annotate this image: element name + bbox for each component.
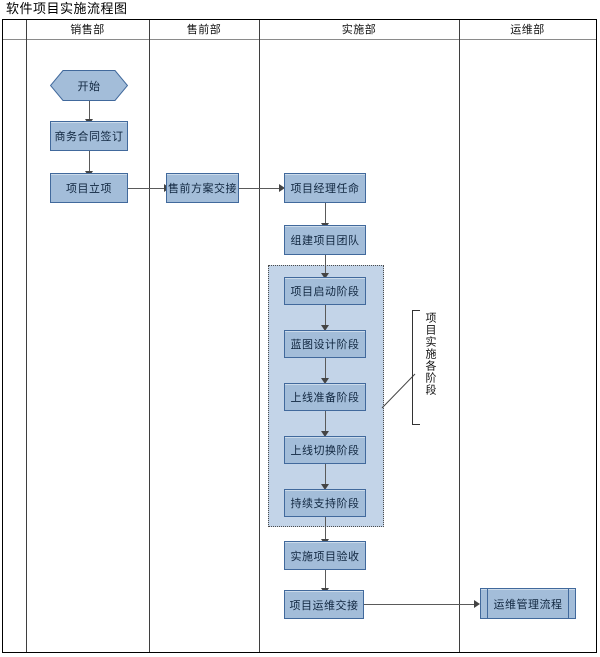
annotation-leader-line — [381, 372, 419, 409]
node-ops-handover[interactable]: 项目运维交接 — [284, 590, 364, 619]
connector-team-to-kickoff — [325, 255, 326, 277]
node-project-acceptance[interactable]: 实施项目验收 — [284, 541, 366, 570]
node-phase-blueprint[interactable]: 蓝图设计阶段 — [284, 330, 366, 358]
connector-pm-to-team — [325, 203, 326, 225]
node-phase-kickoff[interactable]: 项目启动阶段 — [284, 277, 366, 305]
arrowhead-handover-to-ops-process — [474, 600, 480, 608]
connector-prep-to-switch — [325, 411, 326, 433]
lane-divider-1 — [149, 20, 150, 652]
node-ops-handover-label: 项目运维交接 — [289, 598, 359, 612]
connector-contract-to-initiation — [89, 151, 90, 173]
lane-header-sales-label: 销售部 — [70, 23, 105, 36]
lane-header-presales-label: 售前部 — [186, 23, 222, 36]
arrowhead-kickoff-to-blueprint — [321, 325, 329, 331]
connector-initiation-to-presales — [128, 188, 166, 189]
node-ops-management-process-label: 运维管理流程 — [493, 597, 563, 611]
connector-acceptance-to-handover — [325, 570, 326, 592]
lane-header-implementation-label: 实施部 — [341, 23, 377, 36]
arrowhead-blueprint-to-prep — [321, 378, 329, 384]
header-divider-rule — [3, 39, 596, 40]
connector-support-to-acceptance — [325, 517, 326, 541]
node-build-team[interactable]: 组建项目团队 — [284, 225, 366, 255]
lane-header-implementation: 实施部 — [259, 20, 459, 39]
annotation-text: 项目实施各阶段 — [424, 312, 437, 396]
node-contract-sign-label: 商务合同签订 — [54, 130, 124, 143]
lane-header-operations-label: 运维部 — [510, 23, 545, 36]
hexagon-shape — [50, 70, 128, 101]
node-phase-blueprint-label: 蓝图设计阶段 — [290, 338, 360, 351]
arrowhead-prep-to-switch — [321, 431, 329, 437]
connector-switch-to-support — [325, 464, 326, 486]
node-pm-appointment-label: 项目经理任命 — [290, 182, 360, 195]
node-phase-golive-switch-label: 上线切换阶段 — [290, 444, 360, 457]
node-phase-support-label: 持续支持阶段 — [290, 497, 360, 510]
bracket-shape — [412, 310, 420, 425]
node-project-initiation-label: 项目立项 — [66, 182, 112, 195]
lane-divider-0 — [26, 20, 27, 652]
node-phase-golive-prep-label: 上线准备阶段 — [290, 391, 360, 404]
lane-header-sales: 销售部 — [26, 20, 149, 39]
node-start-label: 开始 — [77, 79, 101, 93]
connector-kickoff-to-blueprint — [325, 305, 326, 327]
node-phase-kickoff-label: 项目启动阶段 — [290, 285, 360, 298]
node-project-acceptance-label: 实施项目验收 — [290, 549, 360, 563]
connector-presales-to-pm — [239, 188, 281, 189]
node-project-initiation[interactable]: 项目立项 — [50, 173, 128, 203]
node-phase-support[interactable]: 持续支持阶段 — [284, 489, 366, 517]
arrowhead-team-to-kickoff — [321, 273, 329, 279]
node-build-team-label: 组建项目团队 — [290, 234, 360, 247]
lane-divider-2 — [259, 20, 260, 652]
lane-header-presales: 售前部 — [149, 20, 259, 39]
lane-divider-3 — [459, 20, 460, 652]
annotation-phase-bracket: 项目实施各阶段 — [412, 310, 444, 425]
connector-blueprint-to-prep — [325, 358, 326, 380]
node-presales-handover[interactable]: 售前方案交接 — [166, 173, 239, 203]
node-phase-golive-switch[interactable]: 上线切换阶段 — [284, 436, 366, 464]
node-phase-golive-prep[interactable]: 上线准备阶段 — [284, 383, 366, 411]
swimlane-table: 销售部 售前部 实施部 运维部 — [2, 19, 597, 653]
connector-start-to-contract — [89, 101, 90, 121]
page-title: 软件项目实施流程图 — [6, 2, 128, 17]
node-presales-handover-label: 售前方案交接 — [168, 182, 237, 195]
node-ops-management-process[interactable]: 运维管理流程 — [480, 588, 576, 619]
lane-header-operations: 运维部 — [459, 20, 596, 39]
node-pm-appointment[interactable]: 项目经理任命 — [284, 173, 366, 203]
node-start[interactable]: 开始 — [50, 70, 128, 101]
node-contract-sign[interactable]: 商务合同签订 — [50, 121, 128, 151]
arrowhead-presales-to-pm — [279, 184, 285, 192]
arrowhead-switch-to-support — [321, 484, 329, 490]
connector-handover-to-ops-process — [364, 604, 476, 605]
